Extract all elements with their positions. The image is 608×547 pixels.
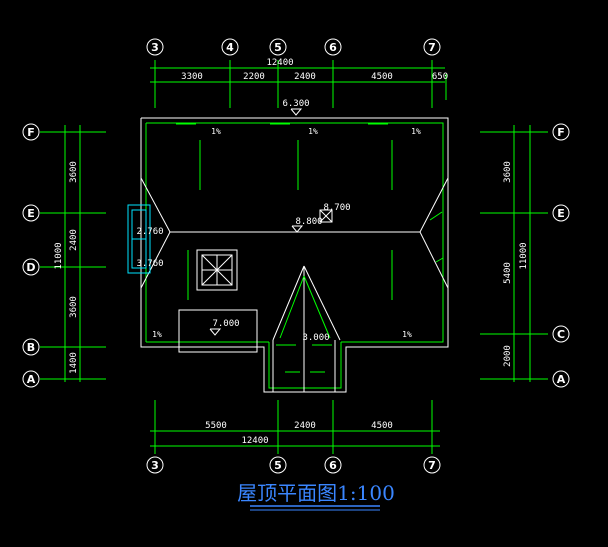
bottom-dimension-lines [150,400,440,454]
svg-text:7: 7 [428,41,436,54]
right-dimension-lines [480,125,548,382]
level-box: 7.000 [212,319,239,329]
bottom-dim-1: 5500 [205,421,227,431]
right-dim-2: 5400 [503,262,513,284]
low-roof-box [178,309,258,353]
level-chimney-top: 8.700 [323,203,350,213]
svg-text:3: 3 [151,41,159,54]
skylight [196,249,238,291]
top-dim-1: 3300 [181,72,203,82]
svg-text:6: 6 [329,41,337,54]
top-dim-2: 2200 [243,72,265,82]
level-triangle-box [209,328,222,336]
svg-text:4: 4 [226,41,234,54]
svg-text:3: 3 [151,459,159,472]
svg-text:E: E [27,207,35,220]
svg-text:D: D [26,261,35,274]
left-dim-4: 1400 [69,352,79,374]
left-dim-3: 3600 [69,296,79,318]
level-ridge: 6.300 [282,99,309,109]
right-dim-1: 3600 [503,161,513,183]
left-axis-bubble-E: E [22,204,40,222]
top-dim-3: 2400 [294,72,316,82]
top-dim-4: 4500 [371,72,393,82]
svg-text:A: A [27,373,36,386]
left-axis-bubble-A: A [22,370,40,388]
title-underline [250,505,380,511]
right-dim-3: 2000 [503,345,513,367]
top-dimension-lines [150,60,447,108]
bottom-axis-bubble-7: 7 [423,456,441,474]
svg-text:C: C [557,328,565,341]
top-axis-bubble-5: 5 [269,38,287,56]
slope-label-5: 1% [402,330,412,339]
top-axis-bubble-4: 4 [221,38,239,56]
svg-text:A: A [557,373,566,386]
left-axis-bubble-B: B [22,338,40,356]
slope-label-3: 1% [411,127,421,136]
svg-text:E: E [557,207,565,220]
bottom-axis-bubble-5: 5 [269,456,287,474]
slope-label-1: 1% [211,127,221,136]
right-axis-bubble-A: A [552,370,570,388]
left-dimension-lines [40,125,106,382]
bottom-axis-bubble-3: 3 [146,456,164,474]
svg-text:7: 7 [428,459,436,472]
top-axis-bubble-6: 6 [324,38,342,56]
right-axis-bubble-F: F [552,123,570,141]
svg-text:F: F [27,126,35,139]
level-porch: 3.000 [302,333,329,343]
left-dim-total: 11000 [54,242,64,269]
bottom-dim-3: 4500 [371,421,393,431]
svg-text:F: F [557,126,565,139]
svg-text:B: B [27,341,35,354]
slope-label-4: 1% [152,330,162,339]
left-axis-bubble-D: D [22,258,40,276]
left-dim-1: 3600 [69,161,79,183]
left-axis-bubble-F: F [22,123,40,141]
roof-vent [319,209,333,223]
top-axis-bubble-7: 7 [423,38,441,56]
top-dim-total: 12400 [266,58,293,68]
drainage-arrows [155,123,444,373]
left-dim-2: 2400 [69,229,79,251]
roof-outline [140,117,449,393]
right-axis-bubble-C: C [552,325,570,343]
right-axis-bubble-E: E [552,204,570,222]
level-triangle-vent [291,225,304,233]
level-chimney-base: 8.800 [295,217,322,227]
bottom-dim-total: 12400 [241,436,268,446]
level-left-bottom: 3.760 [136,259,163,269]
svg-text:5: 5 [274,459,282,472]
level-triangle-ridge [290,108,303,116]
bottom-dim-2: 2400 [294,421,316,431]
svg-text:5: 5 [274,41,282,54]
slope-label-2: 1% [308,127,318,136]
svg-text:6: 6 [329,459,337,472]
bottom-axis-bubble-6: 6 [324,456,342,474]
right-dim-total: 11000 [519,242,529,269]
left-chimney [127,204,151,274]
top-dim-5: 650 [432,72,448,82]
drawing-title: 屋顶平面图1:100 [237,481,395,505]
level-left-top: 2.760 [136,227,163,237]
top-axis-bubble-3: 3 [146,38,164,56]
